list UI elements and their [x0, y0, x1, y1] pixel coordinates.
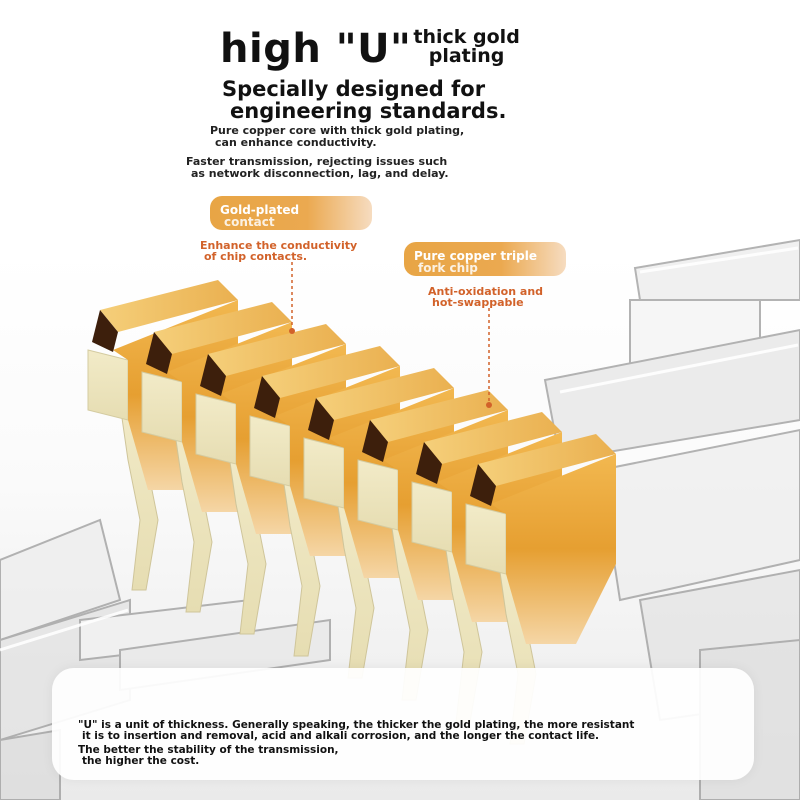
gold-plated-contact-label: Gold-plated contact: [210, 196, 372, 230]
gold-contact-blade: [465, 434, 616, 745]
copper-core-text: Pure copper core with thick gold plating…: [210, 124, 465, 149]
chip-note: Anti-oxidation and hot-swappable: [428, 285, 544, 309]
contact-note: Enhance the conductivity of chip contact…: [200, 239, 358, 263]
info-panel: [52, 668, 754, 780]
subtitle: Specially designed for engineering stand…: [222, 77, 507, 123]
info-text-stability: The better the stability of the transmis…: [78, 744, 339, 767]
info-text-u-unit: "U" is a unit of thickness. Generally sp…: [78, 719, 635, 742]
plastic-housing: [0, 238, 800, 800]
triple-fork-chip-label: Pure copper triple fork chip: [404, 242, 566, 276]
transmission-text: Faster transmission, rejecting issues su…: [186, 155, 449, 180]
headline-high-u: high "U": [220, 26, 412, 72]
